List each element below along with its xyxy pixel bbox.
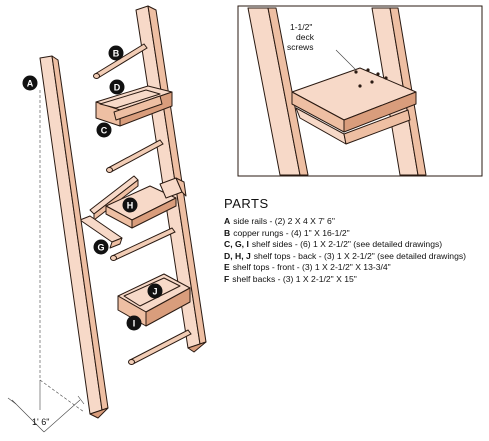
badge-j: J [147, 283, 163, 299]
svg-text:B: B [113, 49, 120, 59]
shelf-middle [79, 175, 187, 249]
parts-item-text: shelf sides - (6) 1 X 2-1/2" (see detail… [251, 239, 443, 250]
svg-text:J: J [152, 287, 157, 297]
parts-item-text: shelf tops - back - (3) 1 X 2-1/2" (see … [253, 250, 467, 261]
badge-a: A [22, 75, 38, 91]
parts-item-key: A [224, 216, 231, 226]
badge-g: G [93, 239, 109, 255]
side-rail-front [39, 55, 109, 419]
shelf-top [95, 85, 173, 127]
parts-item-key: D, H, J [224, 250, 251, 261]
svg-text:C: C [101, 126, 108, 136]
dimension-lines [7, 90, 85, 433]
parts-item-key: B [224, 227, 231, 238]
parts-item-text: shelf tops - front - (3) 1 X 2-1/2" X 13… [232, 262, 391, 273]
badge-i: I [126, 315, 142, 331]
callout-line1: 1-1/2" [290, 22, 312, 32]
svg-text:I: I [133, 319, 136, 329]
callout-line2: deck [296, 32, 315, 42]
copper-rung-bottom [128, 329, 192, 365]
detail-inset [237, 5, 483, 177]
parts-item-key: F [224, 273, 230, 284]
parts-title: PARTS [224, 196, 269, 211]
svg-text:D: D [114, 83, 121, 93]
badge-d: D [109, 79, 125, 95]
badge-c: C [96, 122, 112, 138]
parts-item-text: side rails - (2) 2 X 4 X 7' 6" [233, 216, 335, 226]
parts-item-text: copper rungs - (4) 1" X 16-1/2" [233, 227, 350, 238]
svg-text:A: A [27, 79, 34, 89]
dimension-label: 1' 6" [32, 417, 49, 427]
copper-rung-top [93, 43, 148, 79]
copper-rung-3 [110, 227, 176, 261]
badge-b: B [108, 45, 124, 61]
parts-item-key: C, G, I [224, 239, 249, 250]
badge-h: H [122, 197, 138, 213]
svg-text:H: H [127, 201, 134, 211]
callout-line3: screws [287, 42, 313, 52]
svg-text:G: G [97, 243, 104, 253]
parts-item-key: E [224, 262, 230, 273]
copper-rung-2 [106, 139, 164, 173]
parts-item-text: shelf backs - (3) 1 X 2-1/2" X 15" [232, 273, 357, 284]
